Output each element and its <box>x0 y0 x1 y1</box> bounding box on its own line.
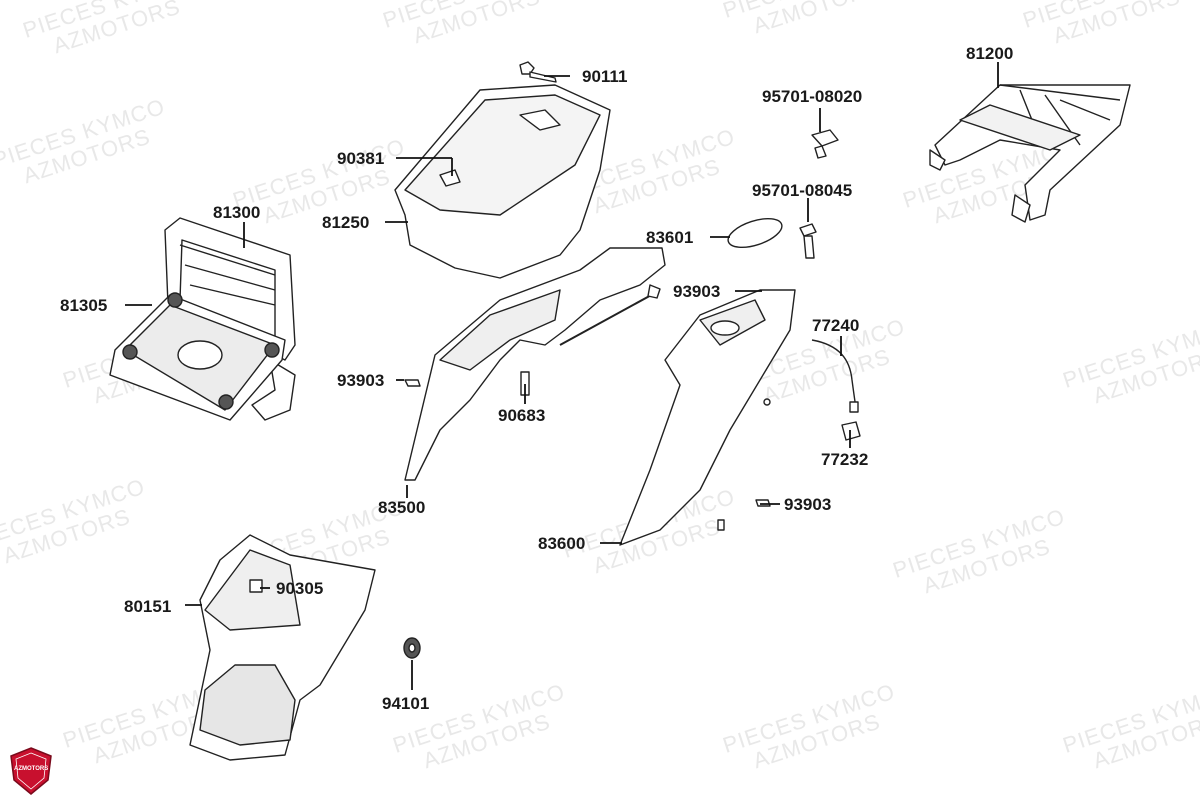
callout-81200: 81200 <box>966 44 1014 63</box>
part-90111-screw <box>519 61 557 83</box>
logo-text: AZMOTORS <box>14 766 49 772</box>
azmotors-shield-logo <box>10 747 52 795</box>
part-93903-clip <box>559 284 661 346</box>
part-80151-front-cover <box>189 534 376 761</box>
callout-77240: 77240 <box>812 316 860 335</box>
part-77240-cable <box>811 339 859 413</box>
part-93903-clip <box>755 499 771 507</box>
callout-81300: 81300 <box>213 203 261 222</box>
leader-lines <box>125 62 999 690</box>
callout-90683: 90683 <box>498 406 546 425</box>
callout-81250: 81250 <box>322 213 370 232</box>
callout-77232: 77232 <box>821 450 869 469</box>
part-81305-seat-plate <box>109 292 286 421</box>
callout-83500: 83500 <box>378 498 426 517</box>
callout-90305: 90305 <box>276 579 324 598</box>
part-93903-clip <box>404 379 421 387</box>
callout-90111: 90111 <box>582 67 628 86</box>
callout-90381: 90381 <box>337 149 385 168</box>
part-81200-rear-carrier <box>929 84 1131 223</box>
callout-83600: 83600 <box>538 534 586 553</box>
part-83600-side-cover-right <box>619 289 796 546</box>
callout-94101: 94101 <box>382 694 430 713</box>
part-95701-08045-bolt <box>799 223 817 259</box>
part-81250-luggage-box <box>394 84 611 279</box>
callout-83601: 83601 <box>646 228 694 247</box>
callout-95701-08020: 95701-08020 <box>762 87 863 106</box>
callout-80151: 80151 <box>124 597 172 616</box>
part-94101-washer <box>403 637 421 659</box>
callout-95701-08045: 95701-08045 <box>752 181 853 200</box>
callout-93903-left: 93903 <box>337 371 385 390</box>
callout-81305: 81305 <box>60 296 108 315</box>
part-90305-nut <box>249 579 263 593</box>
callout-93903-bottom: 93903 <box>784 495 832 514</box>
part-77232-bracket <box>841 421 861 441</box>
part-90683-screw <box>520 371 530 396</box>
callout-93903-top: 93903 <box>673 282 721 301</box>
part-83500-side-cover-left <box>404 247 666 481</box>
part-95701-08020-bolt <box>811 129 839 159</box>
part-83601-cap <box>727 217 783 249</box>
